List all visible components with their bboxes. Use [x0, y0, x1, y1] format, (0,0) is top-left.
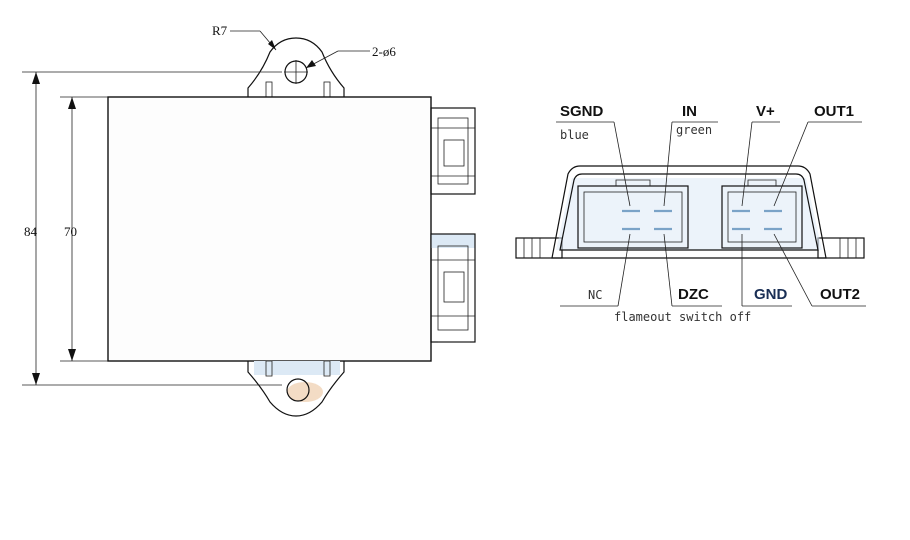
- wire-color-blue: blue: [560, 128, 589, 142]
- module-side-view: [22, 30, 476, 417]
- right-plug: [721, 185, 803, 249]
- label-in: IN: [682, 103, 697, 120]
- outer-height-label: 84: [24, 224, 38, 239]
- radius-label: R7: [212, 23, 228, 38]
- flameout-note: flameout switch off: [614, 310, 751, 324]
- label-out1: OUT1: [814, 103, 854, 120]
- wire-color-green: green: [676, 123, 712, 137]
- label-dzc: DZC: [678, 286, 709, 303]
- connector-face-view: [515, 121, 866, 307]
- label-vplus: V+: [756, 103, 775, 120]
- label-sgnd: SGND: [560, 103, 604, 120]
- holes-label: 2-ø6: [372, 44, 396, 59]
- module-body: [107, 96, 432, 362]
- left-plug: [577, 185, 689, 249]
- label-nc: NC: [588, 288, 602, 302]
- label-out2: OUT2: [820, 286, 860, 303]
- label-gnd: GND: [754, 286, 788, 303]
- inner-height-label: 70: [64, 224, 77, 239]
